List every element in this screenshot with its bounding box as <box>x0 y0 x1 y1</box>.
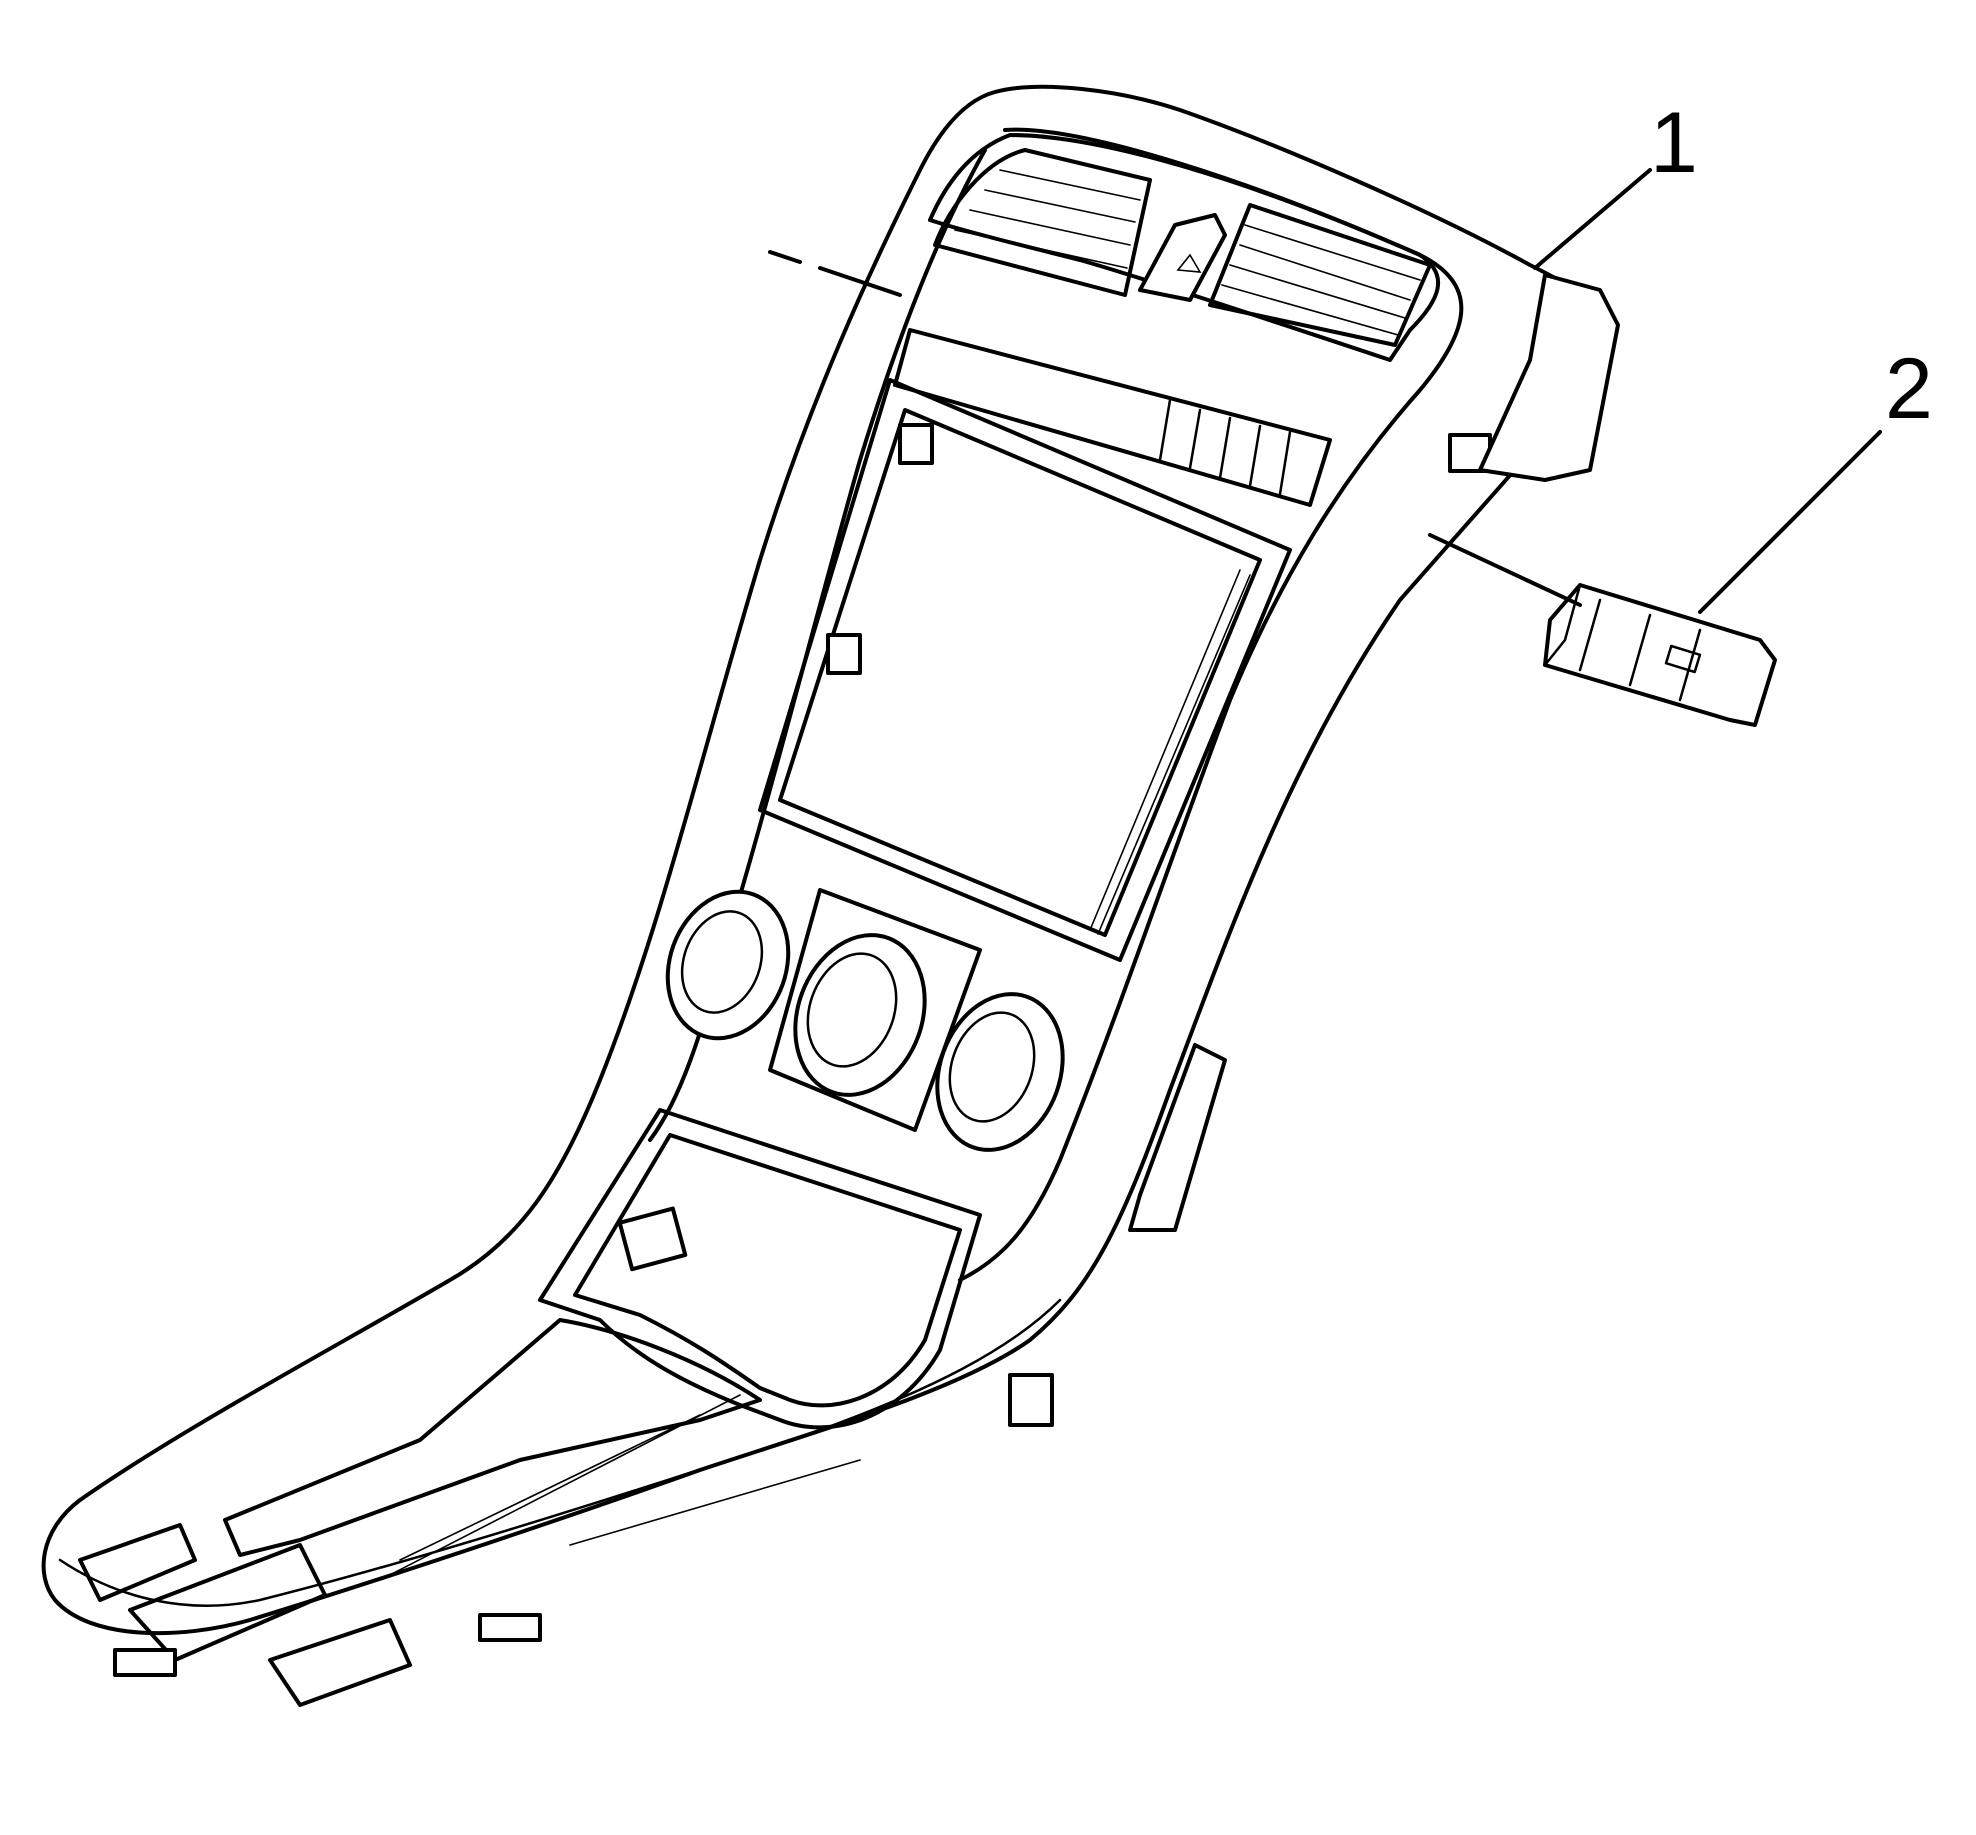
callout-2: 2 <box>1885 341 1933 437</box>
right-knob <box>935 992 1065 1152</box>
hazard-switch <box>1138 213 1227 302</box>
switch-component <box>1543 583 1777 727</box>
side-bracket-right <box>1128 1043 1227 1232</box>
display-clip-lower <box>826 633 862 675</box>
vent-housing <box>928 133 1440 362</box>
switch-body <box>1543 583 1777 727</box>
display-frame-outer <box>758 378 1292 962</box>
bezel-outer-outline <box>41 84 1617 1636</box>
strip-buttons <box>1158 398 1292 496</box>
install-axis-part2 <box>1428 533 1582 607</box>
underside-tab-center <box>478 1613 542 1642</box>
centerline-main <box>818 266 902 297</box>
storage-pocket-inner <box>573 1133 962 1408</box>
centerline-dash-left <box>768 250 802 264</box>
console-bezel <box>41 84 1617 1636</box>
vent-louvers <box>954 169 1421 336</box>
leader-line-2 <box>1698 430 1882 614</box>
bezel-bottom-edge <box>58 1298 1062 1607</box>
storage-pocket-outer <box>538 1108 982 1430</box>
alignment-lines <box>768 250 1582 607</box>
left-air-vent <box>933 148 1152 297</box>
underside-tab-left <box>113 1648 177 1677</box>
display-clip-upper <box>898 423 934 465</box>
hvac-controls <box>665 888 1065 1152</box>
shifter-opening <box>223 1318 762 1557</box>
front-pocket-center <box>128 1543 327 1662</box>
hvac-panel <box>768 888 982 1132</box>
right-air-vent <box>1208 203 1432 347</box>
side-tab-lower <box>1008 1373 1054 1427</box>
display-frame-inner <box>778 408 1262 937</box>
front-pocket-left <box>78 1523 197 1602</box>
bezel-end-cap <box>1478 273 1620 482</box>
leader-line-1 <box>1533 168 1652 270</box>
front-pocket-right <box>268 1618 412 1707</box>
control-button-strip <box>893 328 1332 507</box>
air-vent-assembly <box>893 133 1440 507</box>
callout-1: 1 <box>1650 95 1698 191</box>
lower-clip-left <box>617 1206 688 1272</box>
display-opening <box>758 378 1492 962</box>
lower-console <box>78 1043 1227 1707</box>
